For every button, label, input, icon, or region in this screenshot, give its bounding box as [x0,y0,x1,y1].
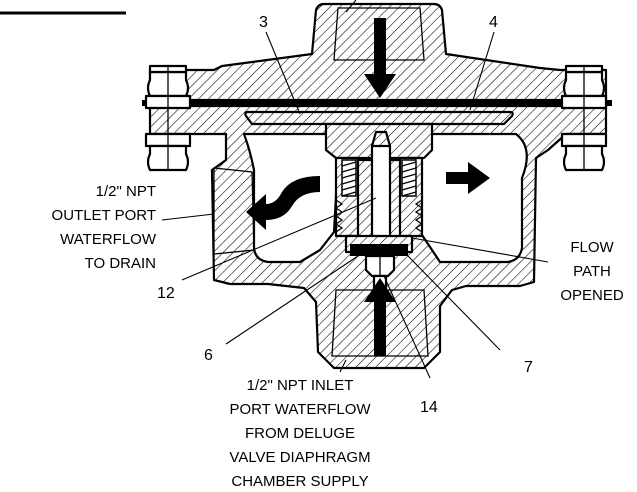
leader-top [345,0,357,13]
leader-12 [181,197,377,281]
svg-text:FLOW: FLOW [570,239,614,256]
bolt-right [560,64,608,172]
seat-seal [350,244,408,256]
part-number-3: 3 [259,14,268,31]
diaphragm-gasket [142,100,612,106]
svg-text:TO DRAIN: TO DRAIN [85,255,156,272]
valve-stem [370,134,392,242]
leader-7 [407,255,501,351]
part-number-12: 12 [157,285,175,302]
part-number-4: 4 [489,14,498,31]
part-number-7: 7 [524,359,533,376]
leader-6 [225,255,359,345]
diaphragm-plate [244,110,514,126]
svg-text:FROM DELUGE: FROM DELUGE [245,425,355,442]
svg-text:PORT WATERFLOW: PORT WATERFLOW [229,401,371,418]
part-number-6: 6 [204,347,213,364]
thread-zigzag-right [414,199,424,233]
leader-4 [469,31,495,111]
valve-stem-tip [370,130,392,148]
svg-text:OUTLET PORT: OUTLET PORT [52,207,156,224]
svg-text:VALVE DIAPHRAGM: VALVE DIAPHRAGM [229,449,370,466]
spring-right [401,159,417,197]
spring-left [341,159,357,197]
svg-text:CHAMBER SUPPLY: CHAMBER SUPPLY [231,473,368,490]
bonnet-port-channel [333,7,425,61]
leader-3 [265,31,301,115]
arrow-up-inlet [364,278,396,356]
leader-inlet [339,359,347,373]
outlet-port-label: 1/2" NPT OUTLET PORT WATERFLOW TO DRAIN [52,183,157,272]
svg-text:WATERFLOW: WATERFLOW [60,231,157,248]
flow-path-label: FLOW PATH OPENED [560,239,624,304]
inlet-port-threads [331,289,429,357]
leader-flow-path [411,237,549,263]
leader-outlet [161,213,215,221]
bolt-left [144,64,192,172]
arrow-curved-outlet [246,176,320,230]
svg-text:1/2" NPT: 1/2" NPT [96,183,156,200]
leader-14 [383,275,431,379]
arrow-down-top [364,18,396,98]
svg-text:PATH: PATH [573,263,611,280]
svg-text:1/2" NPT INLET: 1/2" NPT INLET [247,377,354,394]
inlet-port-label: 1/2" NPT INLET PORT WATERFLOW FROM DELUG… [229,377,371,490]
arrow-right-flow [446,162,490,194]
part-number-14: 14 [420,399,438,416]
svg-text:OPENED: OPENED [560,287,624,304]
thread-zigzag-left [334,199,344,233]
